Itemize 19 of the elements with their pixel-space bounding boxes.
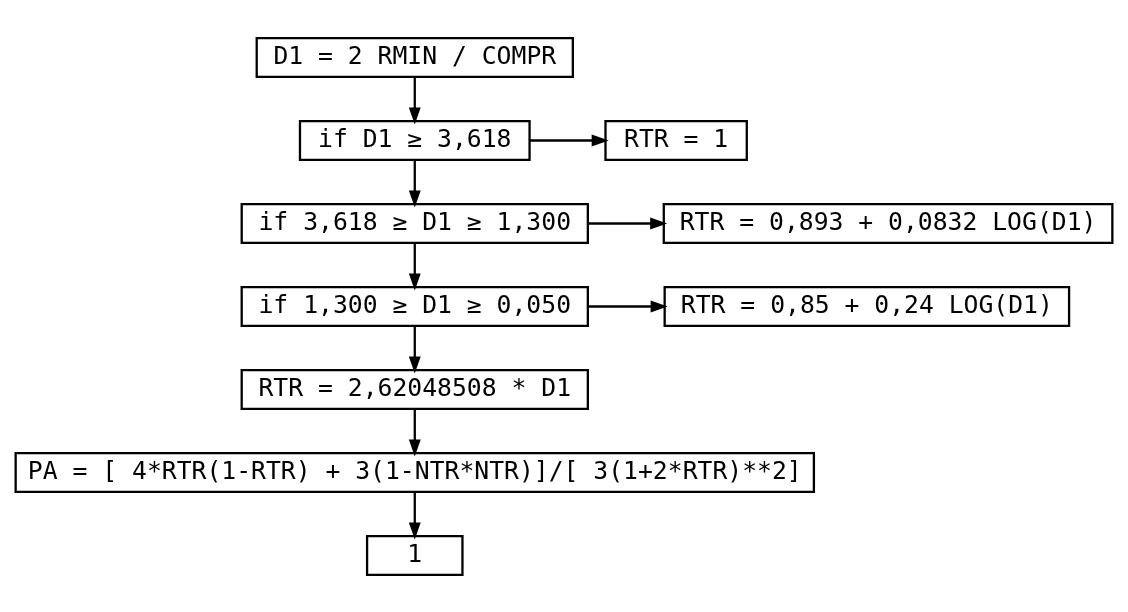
node-box: if D1 ≥ 3,618	[298, 119, 531, 161]
node-box: RTR = 2,62048508 * D1	[240, 368, 589, 410]
node-box: RTR = 0,85 + 0,24 LOG(D1)	[663, 285, 1071, 327]
arrow	[529, 134, 609, 146]
arrow	[408, 492, 421, 539]
node-box: if 3,618 ≥ D1 ≥ 1,300	[240, 202, 589, 244]
arrow	[588, 217, 668, 229]
node-box: RTR = 0,893 + 0,0832 LOG(D1)	[662, 202, 1114, 244]
arrow	[408, 326, 421, 373]
arrow	[408, 77, 421, 124]
arrow	[408, 243, 421, 290]
arrow	[408, 160, 421, 207]
arrow	[408, 409, 421, 456]
arrow	[587, 300, 668, 312]
node-box: D1 = 2 RMIN / COMPR	[255, 36, 574, 78]
node-box: PA = [ 4*RTR(1-RTR) + 3(1-NTR*NTR)]/[ 3(1+2*RTR)**2]	[14, 451, 816, 493]
node-box: RTR = 1	[604, 119, 748, 161]
node-box: if 1,300 ≥ D1 ≥ 0,050	[240, 285, 589, 327]
node-box: 1	[365, 534, 464, 576]
